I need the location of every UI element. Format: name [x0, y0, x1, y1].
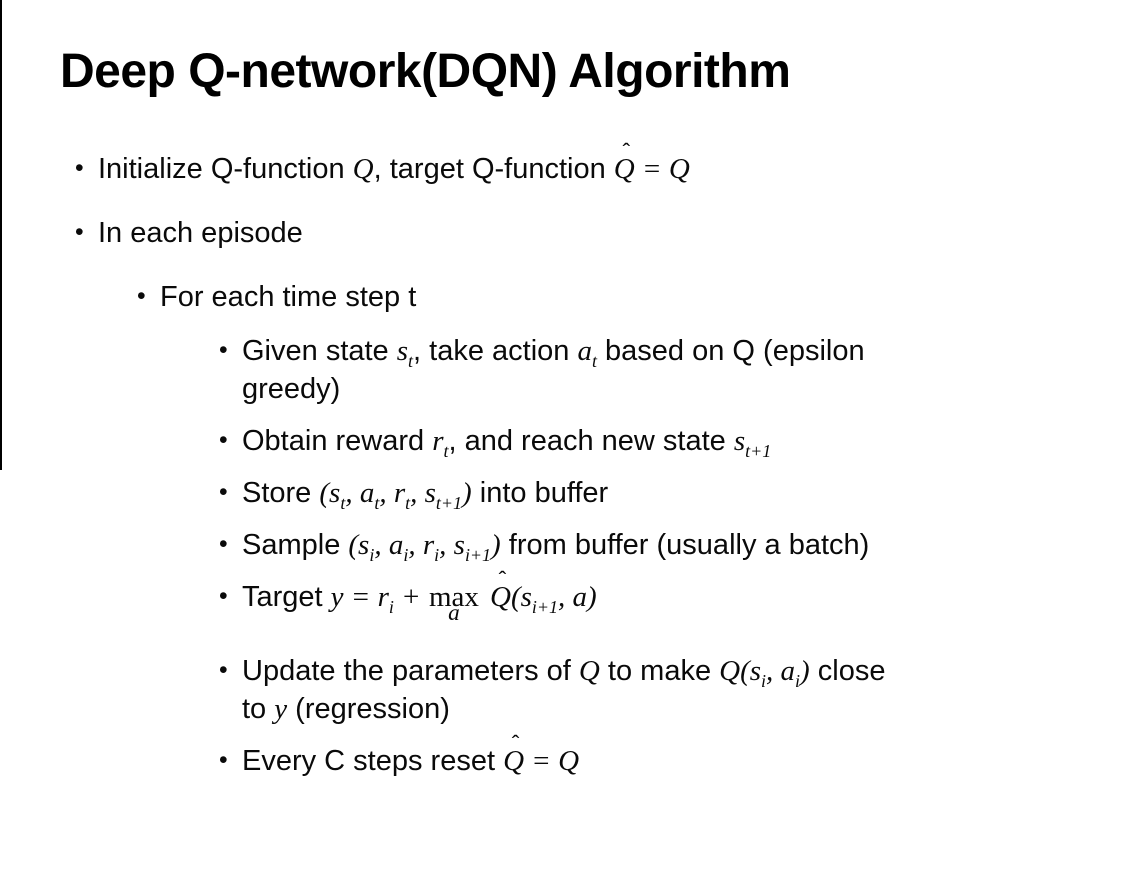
math-text: ) — [491, 529, 501, 561]
bullet-marker-icon: • — [219, 747, 228, 774]
math-subscript: t — [405, 492, 411, 513]
math-text: ) — [800, 655, 810, 687]
math-subscript: i — [761, 670, 767, 691]
math-text: Q — [352, 153, 374, 185]
math-text: , a — [374, 529, 404, 561]
math-subscript: i+1 — [464, 544, 492, 565]
bullet-marker-icon: • — [219, 657, 228, 684]
math-text: , s — [410, 477, 436, 509]
math-subscript: i — [403, 544, 409, 565]
bullet-item-0: • Initialize Q-function Q, target Q-funct… — [0, 138, 1096, 188]
math-subscript: i — [369, 544, 375, 565]
slide-edge-line — [0, 0, 2, 470]
bullet-marker-icon: • — [137, 283, 146, 310]
math-text: y — [330, 581, 344, 613]
page-title: Deep Q-network(DQN) Algorithm — [60, 45, 791, 98]
math-subscript: i — [795, 670, 801, 691]
math-text: = Q — [634, 153, 690, 185]
bullet-text: Update the parameters of Q to make Q(si,… — [242, 655, 886, 725]
math-text: , r — [379, 477, 406, 509]
math-text: , a — [345, 477, 375, 509]
math-text: (s — [319, 477, 341, 509]
bullet-marker-icon: • — [75, 155, 84, 182]
math-subscript: t — [408, 350, 414, 371]
math-text: , a — [766, 655, 796, 687]
bullet-item-6: • Sample (si, ai, ri, si+1) from buffer (… — [0, 526, 1096, 564]
bullet-text: Initialize Q-function Q, target Q-functi… — [98, 138, 1096, 188]
math-text: , a) — [558, 581, 597, 613]
math-text: r — [377, 581, 389, 613]
math-text: y — [274, 693, 288, 725]
bullet-item-2: • For each time step t — [0, 278, 1096, 316]
math-subscript: t+1 — [435, 492, 463, 513]
math-subscript: t+1 — [745, 440, 772, 461]
bullet-item-5: • Store (st, at, rt, st+1) into buffer — [0, 474, 1096, 512]
math-subscript: t — [443, 440, 449, 461]
math-subscript: i — [434, 544, 440, 565]
bullet-text: Store (st, at, rt, st+1) into buffer — [242, 477, 609, 513]
math-text: (s — [348, 529, 370, 561]
bullet-marker-icon: • — [219, 531, 228, 558]
math-text: a — [577, 335, 592, 367]
math-text: Q — [578, 655, 600, 687]
math-subscript: t — [374, 492, 380, 513]
math-text: Q(s — [719, 655, 762, 687]
math-subscript: t — [340, 492, 346, 513]
bullet-marker-icon: • — [219, 427, 228, 454]
bullet-text: Sample (si, ai, ri, si+1) from buffer (u… — [242, 529, 870, 565]
math-text: (s — [510, 581, 532, 613]
bullet-marker-icon: • — [219, 337, 228, 364]
math-text: s — [733, 425, 746, 457]
bullet-text: In each episode — [98, 217, 303, 249]
bullet-item-1: • In each episode — [0, 214, 1096, 252]
math-subscript: t — [591, 350, 597, 371]
bullet-item-4: •Obtain reward rt, and reach new state s… — [0, 422, 1096, 460]
bullet-marker-icon: • — [75, 219, 84, 246]
bullet-item-8: • Update the parameters of Q to make Q(si… — [0, 652, 1096, 728]
bullet-text: Obtain reward rt, and reach new state st… — [242, 425, 772, 461]
bullet-marker-icon: • — [219, 479, 228, 506]
bullet-marker-icon: • — [219, 583, 228, 610]
bullet-list: • Initialize Q-function Q, target Q-funct… — [0, 138, 1096, 794]
math-subscript: i+1 — [531, 596, 559, 617]
bullet-text: For each time step t — [160, 281, 417, 313]
bullet-item-3: •Given state st, take action at based on… — [0, 332, 1096, 408]
math-text: ) — [462, 477, 472, 509]
math-text: = Q — [524, 745, 580, 777]
math-text: , s — [439, 529, 465, 561]
math-text: r — [432, 425, 444, 457]
math-text: + — [393, 581, 428, 613]
math-text: , r — [408, 529, 435, 561]
math-text: s — [396, 335, 409, 367]
math-subscript: i — [388, 596, 394, 617]
math-text: = — [343, 581, 378, 613]
bullet-text: Given state st, take action at based on … — [242, 335, 865, 405]
